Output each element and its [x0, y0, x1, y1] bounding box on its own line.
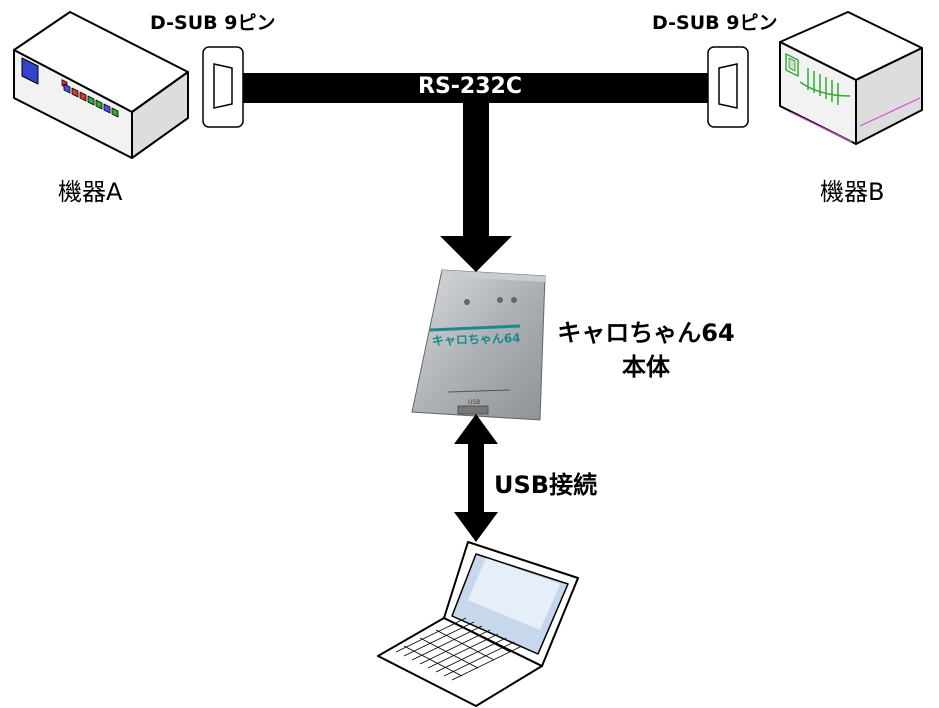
- arrow-down-icon: [440, 236, 512, 272]
- device-a-icon: [13, 11, 189, 159]
- dsub-connector-icon: [202, 46, 244, 128]
- bus-label: RS-232C: [418, 74, 522, 99]
- rs232c-cable: [240, 73, 712, 272]
- device-b-icon: [779, 11, 923, 145]
- main-device-label-line2: 本体: [622, 353, 670, 381]
- usb-port-label: USB: [468, 399, 480, 406]
- double-arrow-icon: [454, 414, 498, 542]
- carochan64-device-icon: キャロちゃん64 USB: [411, 269, 546, 421]
- laptop-icon: [377, 541, 579, 707]
- connector-label-right: D-SUB 9ピン: [652, 12, 778, 34]
- main-device-label-line1: キャロちゃん64: [557, 319, 735, 347]
- device-a-label: 機器A: [58, 178, 123, 206]
- device-b-label: 機器B: [820, 178, 885, 206]
- main-device-brand: キャロちゃん64: [432, 331, 521, 348]
- connector-label-left: D-SUB 9ピン: [150, 12, 276, 34]
- main-device-label: キャロちゃん64 本体: [546, 316, 746, 384]
- usb-link-label: USB接続: [494, 471, 598, 499]
- dsub-connector-icon: [707, 46, 749, 128]
